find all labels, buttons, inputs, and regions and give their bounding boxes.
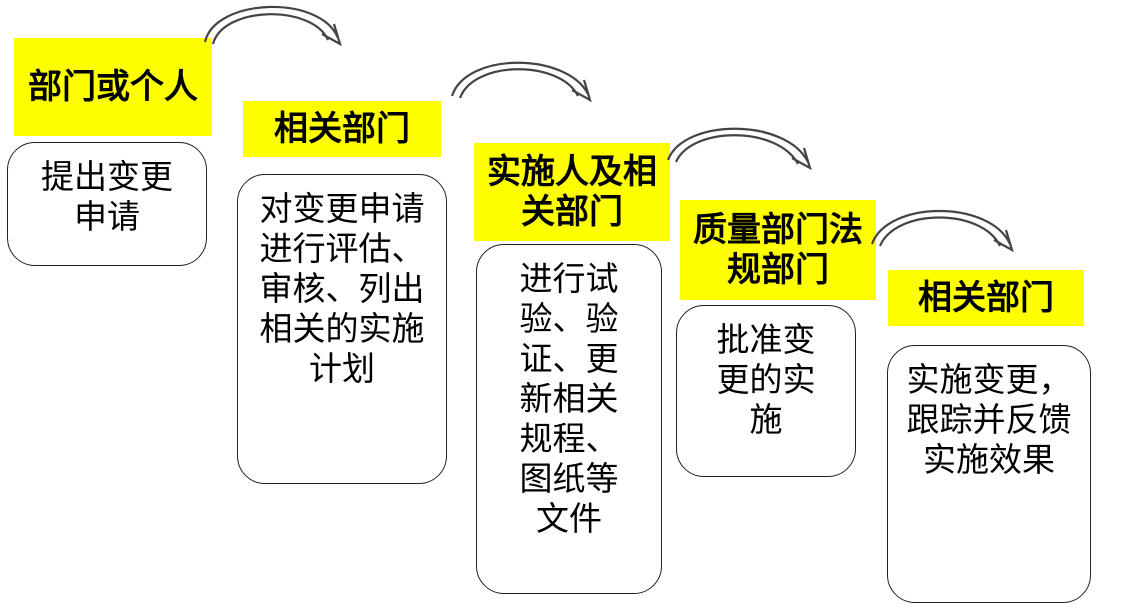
curved-arrow-2-icon [450,61,589,97]
step4-action-box: 批准变更的实施 [676,305,856,477]
step3-action-text: 进行试验、验证、更新相关规程、图纸等文件 [519,259,619,538]
step4-role-label: 质量部门法规部门 [680,200,876,300]
step3-role-label: 实施人及相关部门 [474,143,670,241]
step4-action-text: 批准变更的实施 [716,320,816,439]
step2-role-label: 相关部门 [243,101,441,157]
step2-action-box: 对变更申请进行评估、审核、列出相关的实施计划 [237,174,447,484]
step2-action-text: 对变更申请进行评估、审核、列出相关的实施计划 [259,189,425,388]
step3-action-box: 进行试验、验证、更新相关规程、图纸等文件 [476,244,662,594]
step5-action-text: 实施变更，跟踪并反馈实施效果 [906,360,1072,479]
step5-role-label: 相关部门 [888,270,1084,326]
step1-action-box: 提出变更申请 [7,142,207,266]
step5-action-box: 实施变更，跟踪并反馈实施效果 [887,345,1091,603]
step1-role-label: 部门或个人 [14,38,212,136]
curved-arrow-3-icon [666,127,809,163]
curved-arrow-4-icon [870,210,1012,245]
step1-action-text: 提出变更申请 [41,157,173,236]
curved-arrow-1-icon [203,5,340,43]
